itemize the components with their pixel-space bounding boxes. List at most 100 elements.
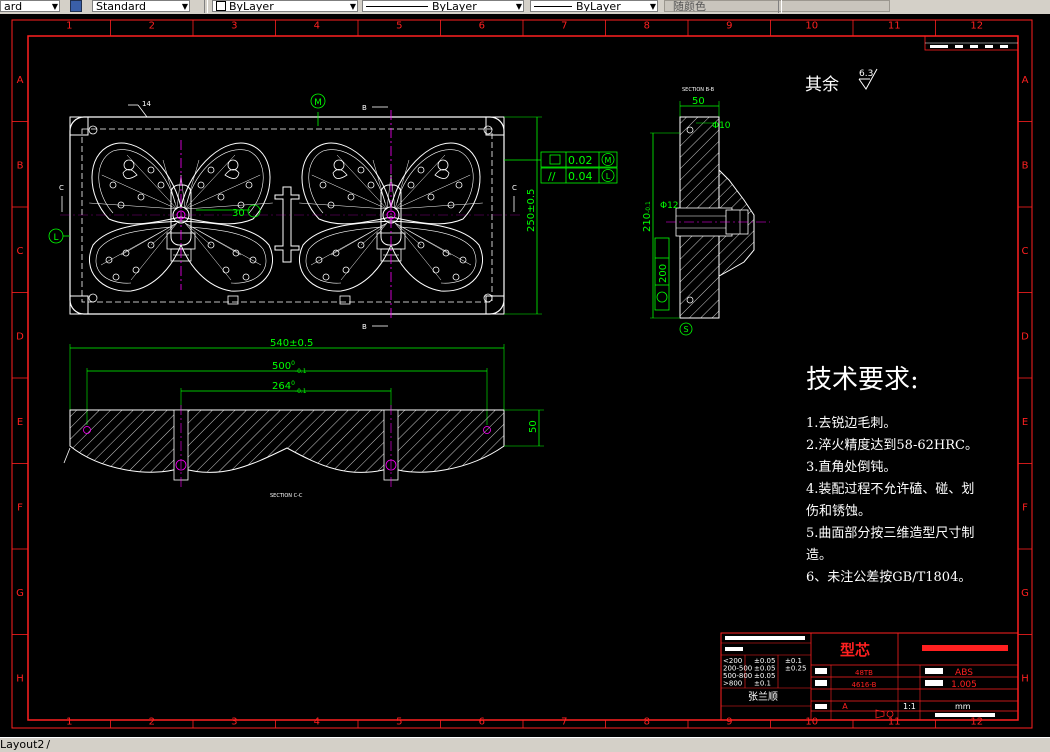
tol-par-value: 0.04 bbox=[568, 170, 593, 183]
tol-value-a: ±0.05 bbox=[754, 665, 775, 673]
cc-dimensions: 540±0.5 5000-0.1 2640-0.1 bbox=[69, 338, 505, 425]
dim-500-label: 5000-0.1 bbox=[272, 360, 307, 375]
datum-m-label: M bbox=[314, 98, 322, 108]
chevron-down-icon: ▼ bbox=[181, 2, 188, 11]
linetype-control-dropdown[interactable]: ByLayer ▼ bbox=[362, 0, 524, 12]
section-c-left: C bbox=[59, 184, 64, 192]
section-cc-view: 50 SECTION C-C bbox=[63, 405, 544, 499]
note-line: 造。 bbox=[806, 548, 832, 563]
note-line: 1.去锐边毛刺。 bbox=[806, 416, 896, 431]
row-label: C bbox=[1022, 246, 1029, 257]
row-label: C bbox=[17, 246, 24, 257]
column-label: 2 bbox=[149, 21, 155, 32]
row-label: B bbox=[1022, 160, 1029, 171]
parallel-icon: // bbox=[548, 170, 556, 183]
row-label: D bbox=[1021, 331, 1029, 342]
column-label: 12 bbox=[970, 21, 983, 32]
row-label: B bbox=[17, 160, 24, 171]
title-block: 型芯 ABS 1.005 48TB 4616-B A 1:1 mm 张兰顺 <2… bbox=[720, 632, 1019, 721]
scale-value: 1:1 bbox=[903, 702, 916, 711]
layout-tab[interactable]: Layout2/ bbox=[0, 738, 51, 751]
color-control-value: ByLayer bbox=[229, 0, 274, 12]
column-label: 11 bbox=[888, 717, 901, 728]
column-label: 12 bbox=[970, 717, 983, 728]
line-sample-icon bbox=[534, 6, 572, 7]
dim-540-label: 540±0.5 bbox=[270, 338, 313, 349]
column-label: 1 bbox=[66, 717, 72, 728]
column-label: 3 bbox=[231, 717, 237, 728]
plan-annotations: M L B B C C 14 30 250±0.5 0.02 M bbox=[48, 93, 618, 331]
column-label: 7 bbox=[561, 21, 567, 32]
stamp-text: 张兰顺 bbox=[748, 690, 778, 703]
butterfly-cavities bbox=[88, 142, 484, 292]
section-bb-view: SECTION B-B 50 210-0.1 200 Φ10 Φ12 S bbox=[642, 87, 770, 336]
tol-range: 200-500 bbox=[723, 665, 752, 673]
material-value: ABS bbox=[955, 668, 973, 678]
note-line: 2.淬火精度达到58-62HRC。 bbox=[806, 437, 978, 453]
part-name: 型芯 bbox=[840, 641, 870, 659]
column-label: 6 bbox=[479, 21, 485, 32]
flatness-icon bbox=[549, 154, 561, 165]
dim-10-label: Φ10 bbox=[712, 121, 731, 131]
tol-value-a: ±0.05 bbox=[754, 657, 775, 665]
row-label: G bbox=[1021, 588, 1029, 599]
color-control-dropdown[interactable]: ByLayer ▼ bbox=[212, 0, 358, 12]
plot-style-dropdown[interactable]: 随颜色 bbox=[664, 0, 890, 12]
row-label: F bbox=[17, 502, 23, 513]
tol-flat-value: 0.02 bbox=[568, 154, 593, 167]
linetype-control-value: ByLayer bbox=[432, 0, 477, 12]
row-label: G bbox=[16, 588, 24, 599]
column-label: 4 bbox=[314, 21, 320, 32]
plot-style-value: 随颜色 bbox=[673, 0, 706, 13]
row-label: F bbox=[1022, 502, 1028, 513]
butterfly-cavity bbox=[298, 142, 484, 292]
tol-value-b: ±0.1 bbox=[785, 657, 802, 665]
row-label: A bbox=[1022, 75, 1029, 86]
tol-value-a: ±0.1 bbox=[754, 680, 771, 688]
row-label: D bbox=[16, 331, 24, 342]
revision-block bbox=[924, 35, 1019, 51]
dim-style-value: Standard bbox=[96, 0, 147, 12]
column-label: 2 bbox=[149, 717, 155, 728]
drawing-no-value: 4616-B bbox=[852, 681, 877, 689]
dim-210-label: 210-0.1 bbox=[642, 201, 653, 232]
line-sample-icon bbox=[366, 6, 428, 7]
column-label: 5 bbox=[396, 21, 402, 32]
column-label: 11 bbox=[888, 21, 901, 32]
dim-style-dropdown[interactable]: Standard ▼ bbox=[92, 0, 190, 12]
note-line: 5.曲面部分按三维造型尺寸制 bbox=[806, 526, 974, 541]
general-tolerance-table: <200±0.05±0.1200-500±0.05±0.25500-800±0.… bbox=[723, 657, 806, 688]
lineweight-control-dropdown[interactable]: ByLayer ▼ bbox=[530, 0, 658, 12]
column-label: 1 bbox=[66, 21, 72, 32]
section-cc-label: SECTION C-C bbox=[270, 493, 303, 499]
dim-style-icon[interactable] bbox=[70, 0, 82, 12]
sheet-label: A bbox=[842, 702, 848, 711]
column-label: 10 bbox=[805, 21, 818, 32]
note-line: 3.直角处倒钝。 bbox=[806, 460, 896, 475]
section-bb-label: SECTION B-B bbox=[682, 87, 715, 93]
text-style-value: ard bbox=[4, 0, 23, 12]
column-label: 4 bbox=[314, 717, 320, 728]
toolbar-separator bbox=[204, 0, 208, 13]
dim-200-label: 200 bbox=[658, 264, 669, 283]
projection-symbol-icon bbox=[875, 709, 894, 719]
scale-ratio-value: 1.005 bbox=[951, 680, 977, 690]
chevron-down-icon: ▼ bbox=[349, 2, 356, 11]
text-style-dropdown[interactable]: ard ▼ bbox=[0, 0, 60, 12]
dim-50-side: 50 bbox=[528, 420, 539, 433]
column-label: 3 bbox=[231, 21, 237, 32]
column-label: 7 bbox=[561, 717, 567, 728]
dim-250-label: 250±0.5 bbox=[526, 189, 537, 232]
column-label: 5 bbox=[396, 717, 402, 728]
tol-flat-ref: M bbox=[605, 156, 612, 165]
column-label: 10 bbox=[805, 717, 818, 728]
color-square-icon bbox=[216, 1, 226, 11]
chevron-down-icon: ▼ bbox=[649, 2, 656, 11]
datum-l-label: L bbox=[53, 233, 58, 243]
lineweight-control-value: ByLayer bbox=[576, 0, 621, 12]
leader-14-label: 14 bbox=[142, 100, 151, 108]
